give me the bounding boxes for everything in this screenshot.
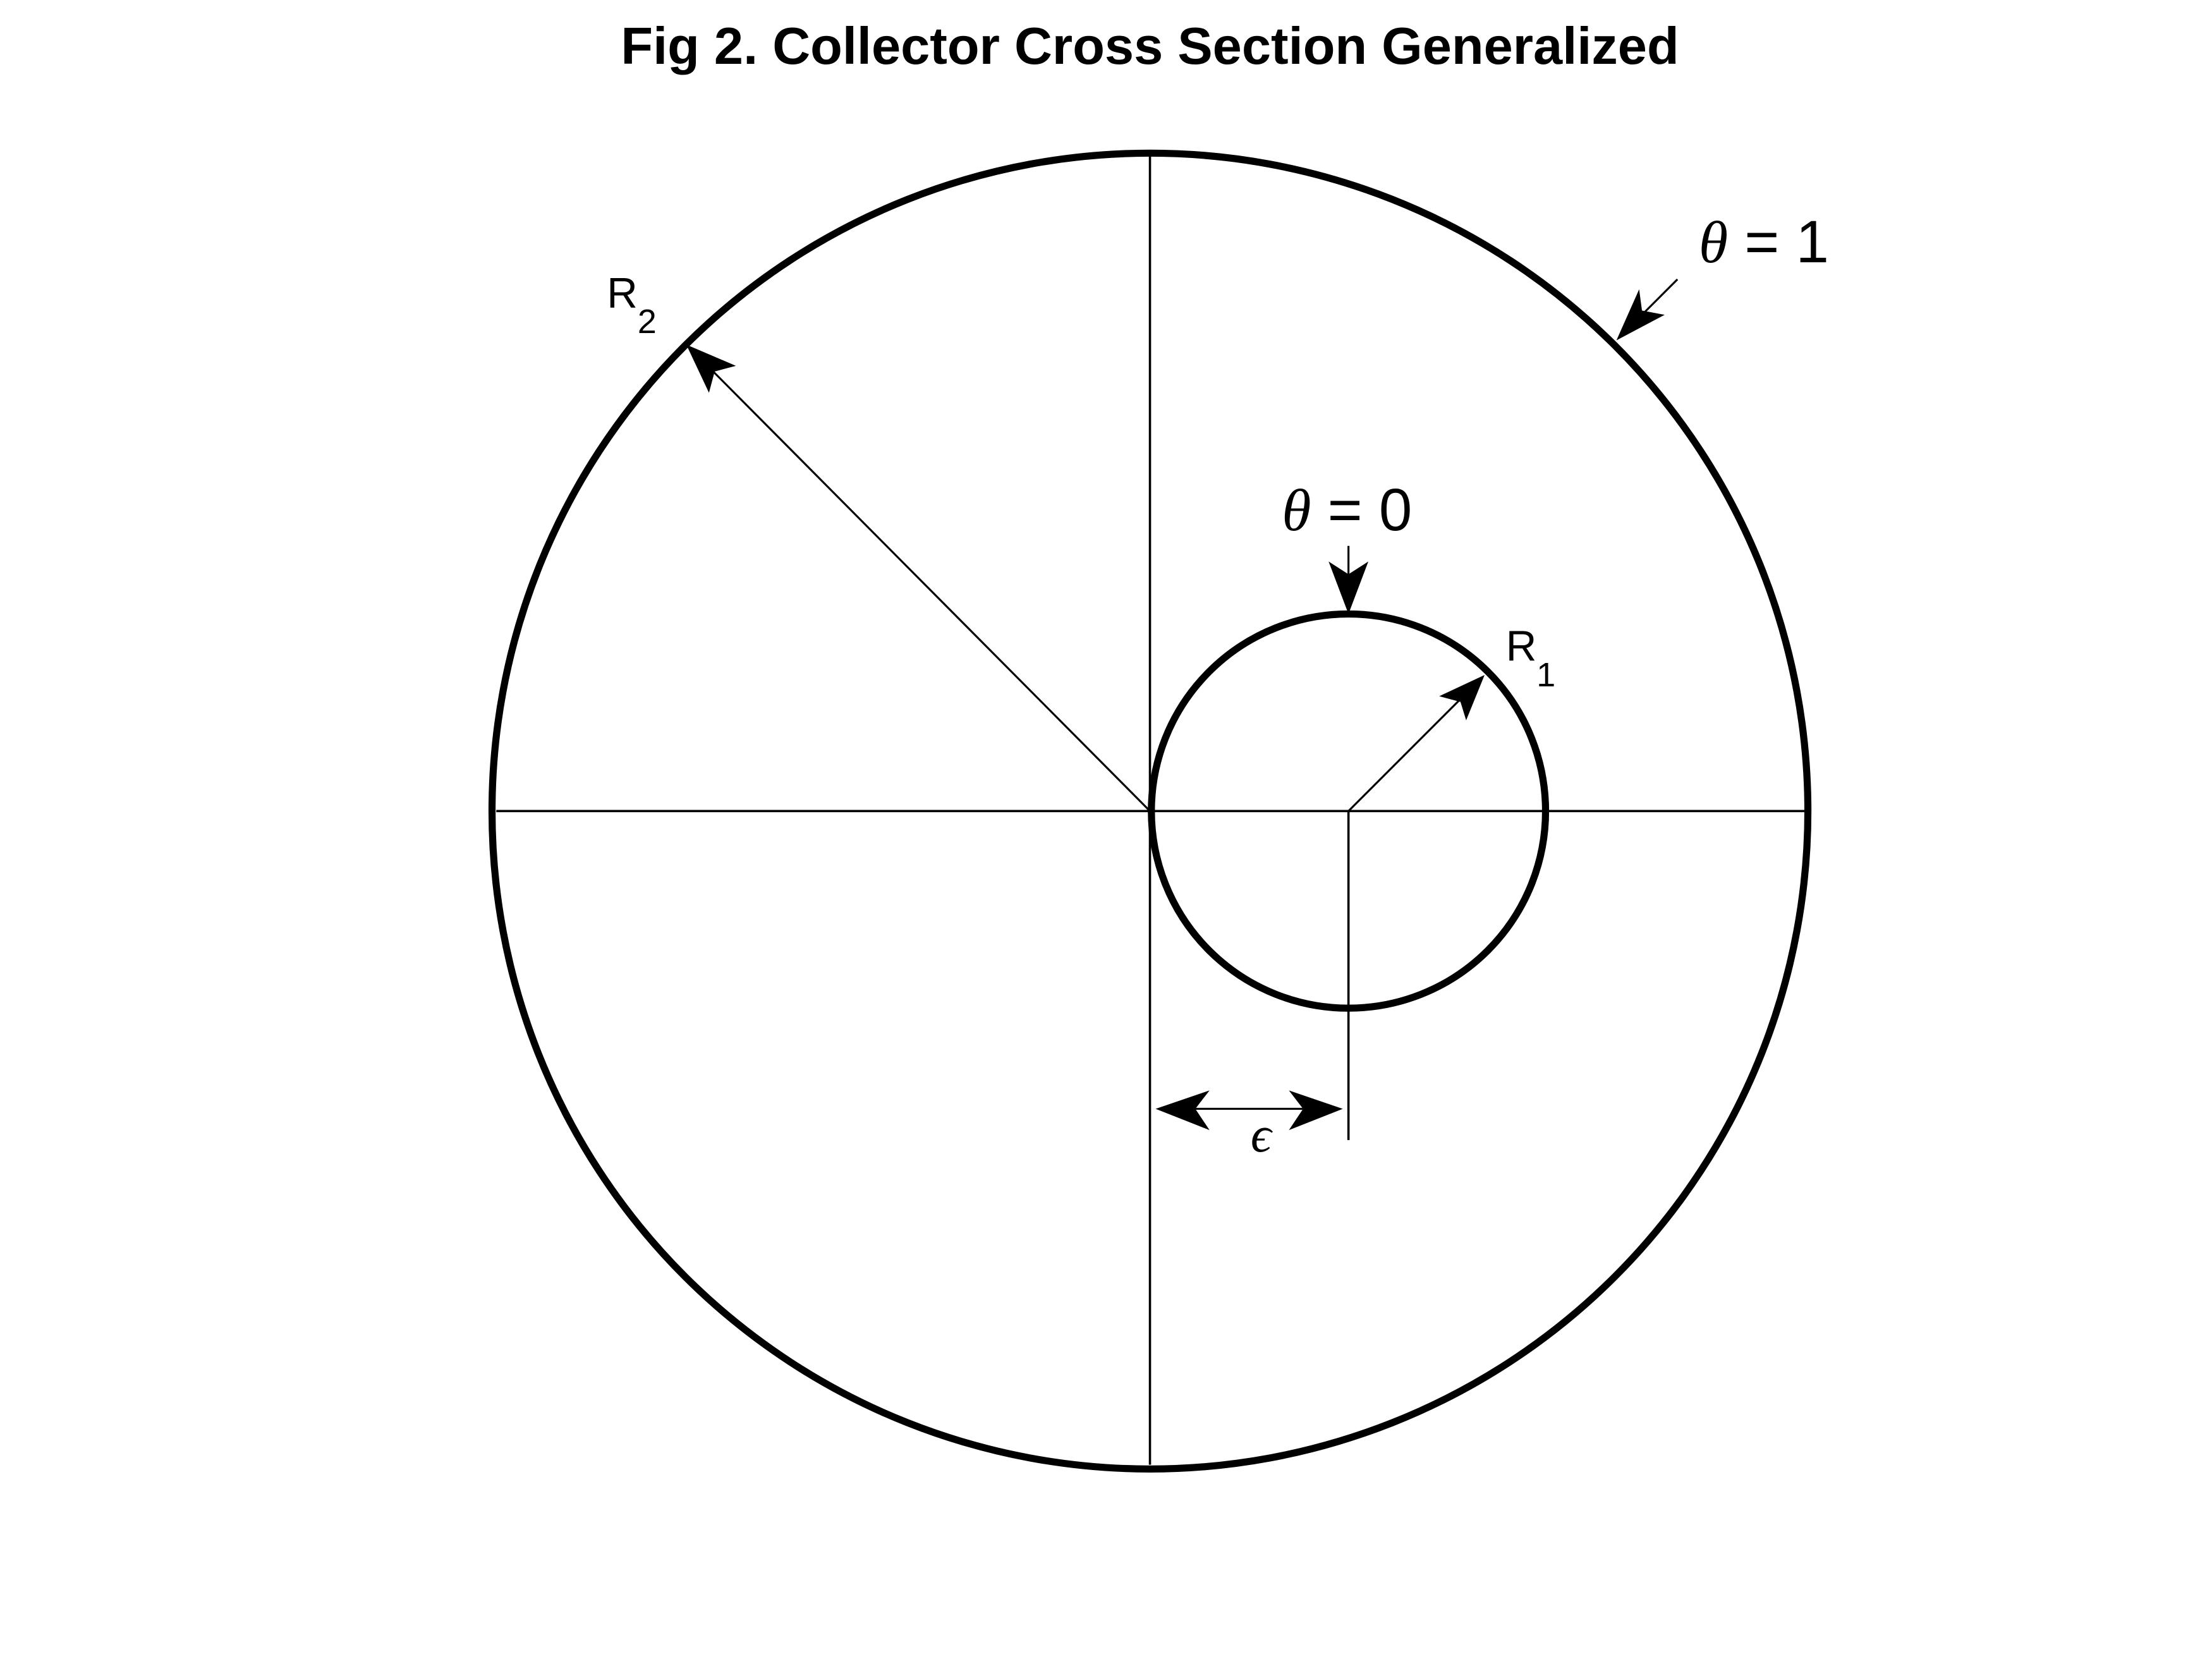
epsilon-label: ϵ xyxy=(1251,1107,1273,1163)
theta0-arrow xyxy=(1328,545,1369,614)
r2-label: R2 xyxy=(607,270,657,341)
r1-label: R1 xyxy=(1506,623,1556,694)
r2-arrow xyxy=(686,344,1151,812)
theta0-label: θ = 0 xyxy=(1282,477,1412,544)
epsilon-dimension-arrow xyxy=(1155,1090,1343,1131)
figure-title: Fig 2. Collector Cross Section Generaliz… xyxy=(621,16,1679,75)
outer-circle xyxy=(488,149,1812,1473)
r1-arrow xyxy=(1347,674,1485,812)
theta1-label: θ = 1 xyxy=(1699,209,1829,276)
theta1-arrow xyxy=(1616,278,1679,341)
